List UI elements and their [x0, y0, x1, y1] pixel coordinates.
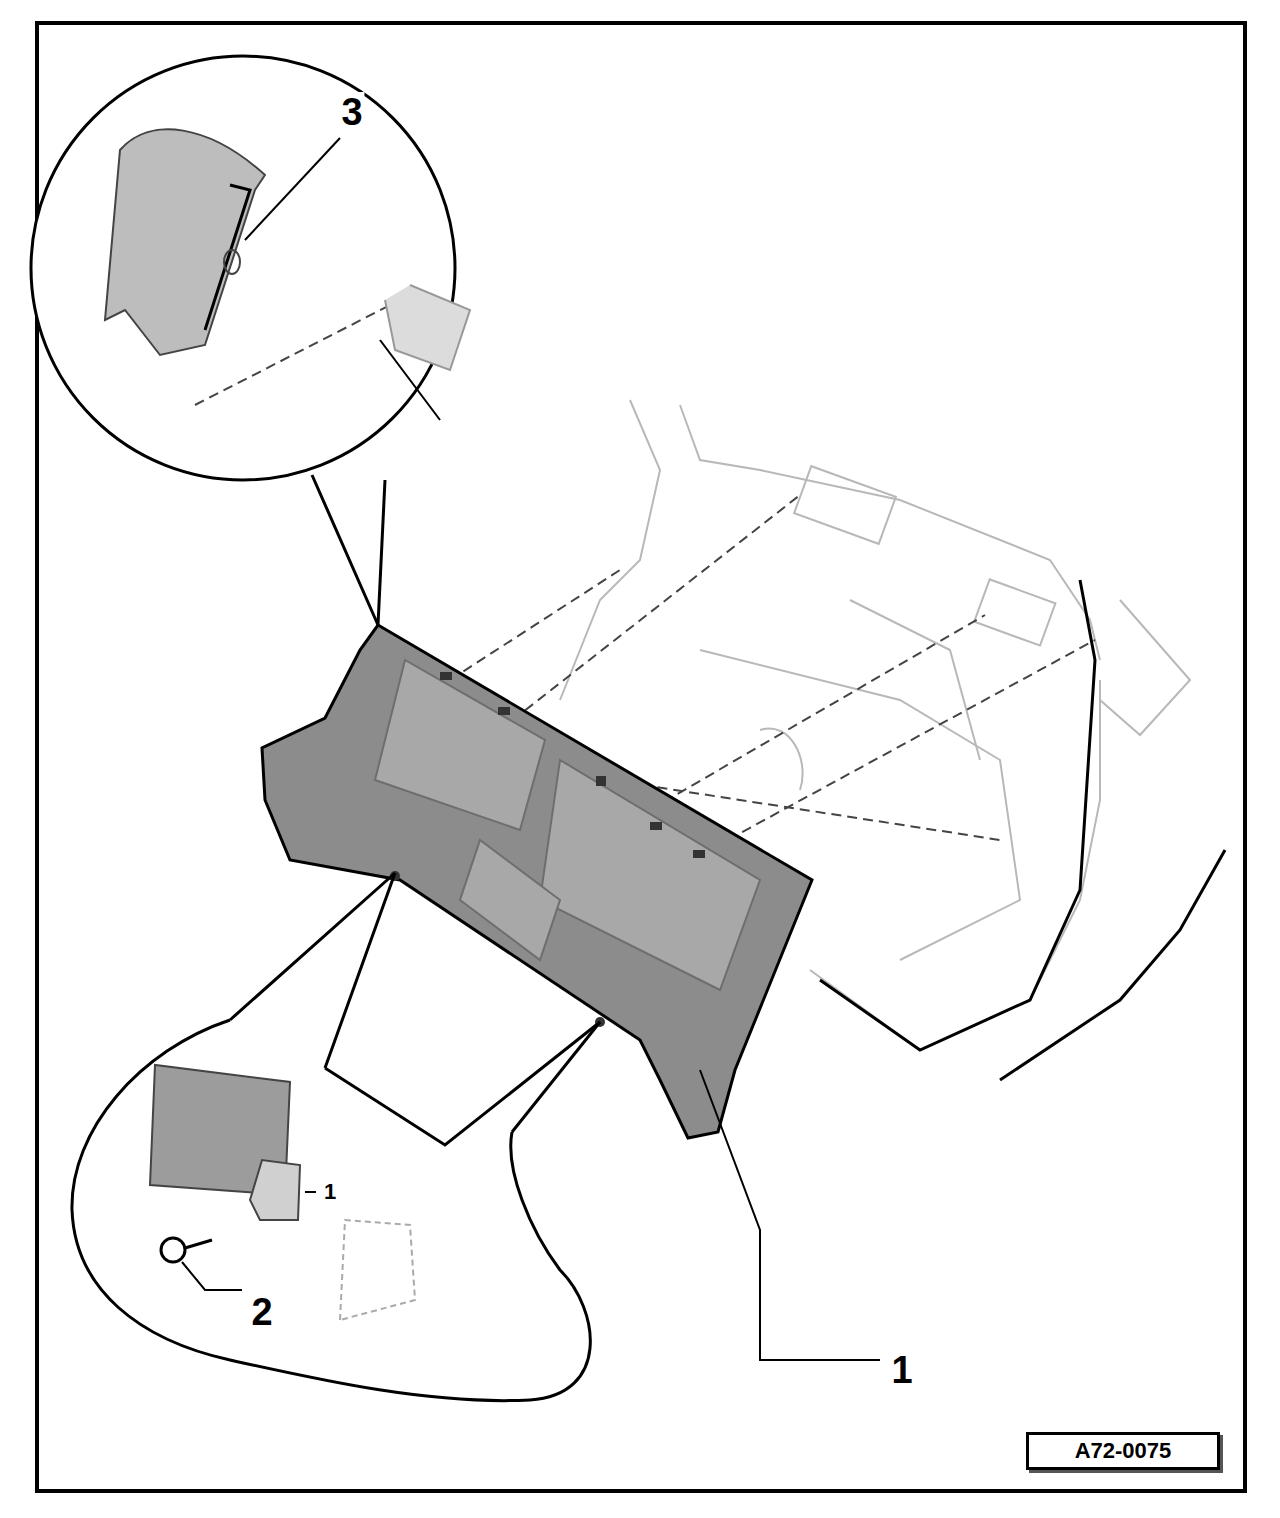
callout-number: 2 [249, 1292, 274, 1332]
floor-panel [262, 625, 812, 1138]
leader-line [245, 138, 340, 240]
figure-code: A72-0075 [1075, 1438, 1172, 1464]
leader-line [182, 1262, 242, 1290]
detail-circle [31, 56, 455, 480]
frame [37, 23, 1245, 1491]
detail-circle [72, 1020, 590, 1401]
leader-line [700, 1070, 880, 1360]
figure-code-box: A72-0075 [1026, 1432, 1220, 1470]
callout-number: 3 [339, 92, 364, 132]
callout-number: 1 [322, 1180, 338, 1204]
callout-number: 1 [889, 1350, 914, 1390]
